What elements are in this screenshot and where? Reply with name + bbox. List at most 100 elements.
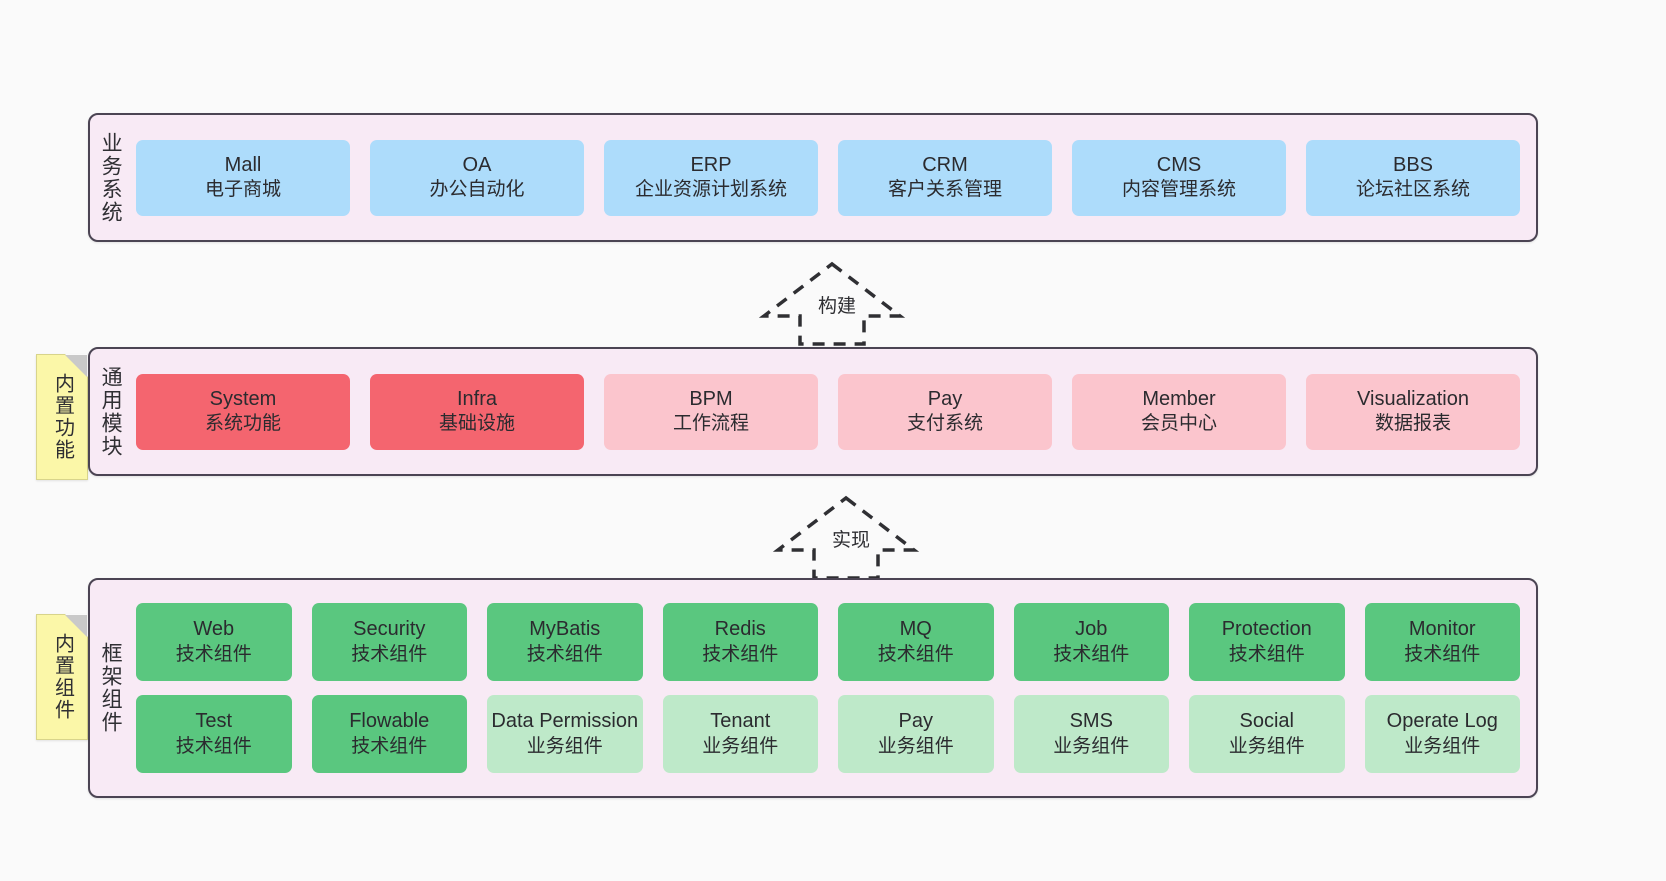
- row: System 系统功能 Infra 基础设施 BPM 工作流程 Pay 支付系统…: [136, 373, 1520, 450]
- node-title: Security: [353, 618, 426, 641]
- node-flowable[interactable]: Flowable 技术组件: [311, 695, 467, 773]
- layer-body-common-modules: System 系统功能 Infra 基础设施 BPM 工作流程 Pay 支付系统…: [130, 349, 1536, 474]
- node-title: Pay: [927, 387, 963, 410]
- node-infra[interactable]: Infra 基础设施: [370, 373, 584, 450]
- node-subtitle: 客户关系管理: [887, 179, 1002, 201]
- node-subtitle: 基础设施: [438, 413, 515, 435]
- row: Mall 电子商城 OA 办公自动化 ERP 企业资源计划系统 CRM 客户关系…: [136, 139, 1520, 216]
- node-subtitle: 论坛社区系统: [1355, 179, 1470, 201]
- layer-title-common-modules: 通用模块: [99, 365, 123, 458]
- node-title: Social: [1239, 710, 1294, 733]
- node-sms[interactable]: SMS 业务组件: [1013, 695, 1169, 773]
- node-subtitle: 系统功能: [204, 413, 281, 435]
- node-tenant[interactable]: Tenant 业务组件: [662, 695, 818, 773]
- node-operate-log[interactable]: Operate Log 业务组件: [1364, 695, 1520, 773]
- node-title: Infra: [456, 387, 498, 410]
- node-title: Job: [1075, 618, 1108, 641]
- node-title: OA: [462, 153, 492, 176]
- node-title: SMS: [1069, 710, 1113, 733]
- node-member[interactable]: Member 会员中心: [1072, 373, 1286, 450]
- layer-title-framework-components: 框架组件: [99, 642, 123, 734]
- node-protection[interactable]: Protection 技术组件: [1189, 603, 1345, 681]
- node-pay-component[interactable]: Pay 业务组件: [838, 695, 994, 773]
- node-title: Visualization: [1357, 387, 1469, 410]
- node-subtitle: 企业资源计划系统: [634, 179, 787, 201]
- node-subtitle: 办公自动化: [429, 179, 525, 201]
- node-oa[interactable]: OA 办公自动化: [370, 139, 584, 216]
- node-title: MQ: [899, 618, 932, 641]
- node-system[interactable]: System 系统功能: [136, 373, 350, 450]
- node-subtitle: 技术组件: [175, 643, 252, 665]
- node-erp[interactable]: ERP 企业资源计划系统: [604, 139, 818, 216]
- node-title: Redis: [714, 618, 766, 641]
- node-redis[interactable]: Redis 技术组件: [662, 603, 818, 681]
- layer-common-modules[interactable]: 通用模块 System 系统功能 Infra 基础设施 BPM 工作流程 Pay…: [88, 347, 1538, 476]
- node-title: BPM: [689, 387, 733, 410]
- node-subtitle: 技术组件: [702, 643, 779, 665]
- node-subtitle: 工作流程: [672, 413, 749, 435]
- node-web[interactable]: Web 技术组件: [136, 603, 292, 681]
- node-subtitle: 业务组件: [1053, 735, 1130, 757]
- node-subtitle: 业务组件: [526, 735, 603, 757]
- node-subtitle: 技术组件: [175, 735, 252, 757]
- node-title: Flowable: [349, 710, 430, 733]
- node-title: Tenant: [710, 710, 771, 733]
- layer-framework-components[interactable]: 框架组件 Web 技术组件 Security 技术组件 MyBatis 技术组件…: [88, 578, 1538, 798]
- node-title: System: [209, 387, 277, 410]
- connector-implement-label: 实现: [830, 525, 873, 552]
- node-title: Web: [193, 618, 235, 641]
- node-subtitle: 技术组件: [526, 643, 603, 665]
- node-title: Test: [195, 710, 233, 733]
- row: Web 技术组件 Security 技术组件 MyBatis 技术组件 Redi…: [136, 603, 1520, 681]
- layer-body-business-systems: Mall 电子商城 OA 办公自动化 ERP 企业资源计划系统 CRM 客户关系…: [130, 115, 1536, 240]
- node-title: BBS: [1392, 153, 1434, 176]
- node-title: CRM: [922, 153, 968, 176]
- node-subtitle: 支付系统: [906, 413, 983, 435]
- sticky-note-builtin-components: 内置组件: [36, 614, 88, 740]
- node-title: Mall: [224, 153, 262, 176]
- node-pay[interactable]: Pay 支付系统: [838, 373, 1052, 450]
- node-subtitle: 技术组件: [351, 735, 428, 757]
- node-subtitle: 技术组件: [351, 643, 428, 665]
- node-subtitle: 业务组件: [877, 735, 954, 757]
- node-subtitle: 业务组件: [702, 735, 779, 757]
- node-title: Protection: [1221, 618, 1312, 641]
- node-title: Operate Log: [1386, 710, 1498, 733]
- node-test[interactable]: Test 技术组件: [136, 695, 292, 773]
- connector-build-label: 构建: [816, 291, 859, 318]
- node-subtitle: 会员中心: [1140, 413, 1217, 435]
- layer-title-business-systems: 业务系统: [99, 131, 123, 224]
- node-title: ERP: [690, 153, 732, 176]
- layer-body-framework-components: Web 技术组件 Security 技术组件 MyBatis 技术组件 Redi…: [130, 580, 1536, 796]
- node-cms[interactable]: CMS 内容管理系统: [1072, 139, 1286, 216]
- node-title: Pay: [898, 710, 933, 733]
- node-title: MyBatis: [529, 618, 601, 641]
- node-subtitle: 技术组件: [1053, 643, 1130, 665]
- node-title: Member: [1142, 387, 1216, 410]
- node-data-permission[interactable]: Data Permission 业务组件: [487, 695, 643, 773]
- node-title: Data Permission: [491, 710, 639, 733]
- node-subtitle: 技术组件: [877, 643, 954, 665]
- node-security[interactable]: Security 技术组件: [311, 603, 467, 681]
- node-mybatis[interactable]: MyBatis 技术组件: [487, 603, 643, 681]
- node-social[interactable]: Social 业务组件: [1189, 695, 1345, 773]
- node-mq[interactable]: MQ 技术组件: [838, 603, 994, 681]
- node-bbs[interactable]: BBS 论坛社区系统: [1306, 139, 1520, 216]
- node-bpm[interactable]: BPM 工作流程: [604, 373, 818, 450]
- node-subtitle: 电子商城: [204, 179, 281, 201]
- layer-business-systems[interactable]: 业务系统 Mall 电子商城 OA 办公自动化 ERP 企业资源计划系统 CRM…: [88, 113, 1538, 242]
- node-subtitle: 内容管理系统: [1121, 179, 1236, 201]
- node-subtitle: 数据报表: [1374, 413, 1451, 435]
- node-subtitle: 技术组件: [1228, 643, 1305, 665]
- node-job[interactable]: Job 技术组件: [1013, 603, 1169, 681]
- node-title: CMS: [1156, 153, 1202, 176]
- node-subtitle: 业务组件: [1404, 735, 1481, 757]
- node-crm[interactable]: CRM 客户关系管理: [838, 139, 1052, 216]
- node-title: Monitor: [1408, 618, 1476, 641]
- node-monitor[interactable]: Monitor 技术组件: [1364, 603, 1520, 681]
- node-subtitle: 业务组件: [1228, 735, 1305, 757]
- node-visualization[interactable]: Visualization 数据报表: [1306, 373, 1520, 450]
- node-subtitle: 技术组件: [1404, 643, 1481, 665]
- node-mall[interactable]: Mall 电子商城: [136, 139, 350, 216]
